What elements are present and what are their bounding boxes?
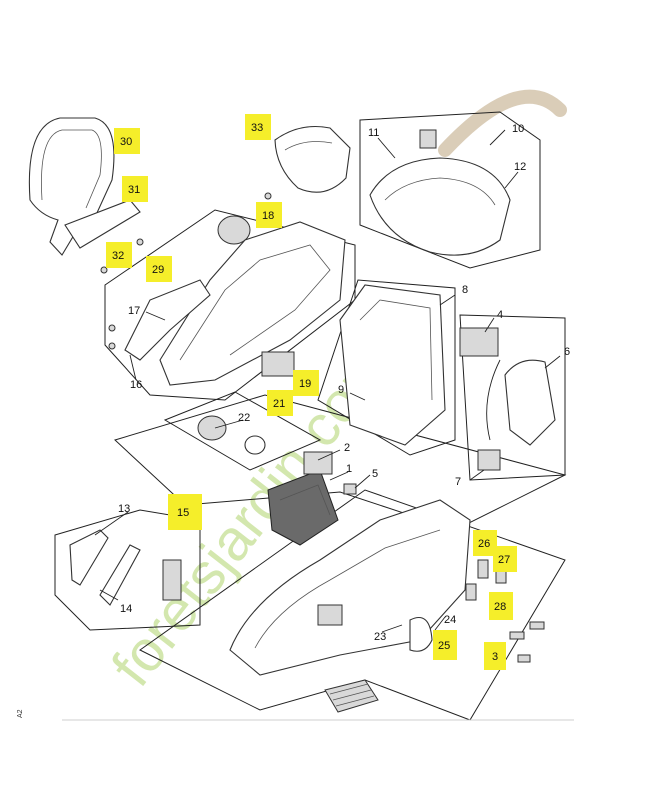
warning-label-part (261, 351, 295, 377)
tank-line (359, 299, 433, 401)
hl-label-3: 3 (492, 651, 498, 663)
lever-part (99, 544, 141, 606)
label-2: 2 (344, 442, 350, 454)
fan-shroud-part (504, 359, 556, 446)
label-5: 5 (372, 468, 378, 480)
hl-label-32: 32 (112, 250, 124, 262)
highlight-box-32 (106, 242, 132, 268)
shroud-cover-part (274, 125, 351, 193)
screw-3a-part (509, 631, 525, 640)
highlight-box-28 (489, 592, 513, 620)
hl-label-33: 33 (251, 122, 263, 134)
main-housing-part (159, 221, 346, 386)
cylinder-cover-line (384, 177, 496, 206)
screw-e (100, 266, 108, 274)
frame-cover-group (359, 111, 541, 269)
hl-label-27: 27 (498, 554, 510, 566)
hl-label-31: 31 (128, 184, 140, 196)
highlight-box-33 (245, 114, 271, 140)
hl-label-26: 26 (478, 538, 490, 550)
label-14: 14 (120, 603, 132, 615)
hl-label-18: 18 (262, 210, 274, 222)
label-24: 24 (444, 614, 456, 626)
highlight-box-27 (493, 546, 517, 572)
label-17: 17 (128, 305, 140, 317)
hl-label-25: 25 (438, 640, 450, 652)
ignition-module-part (459, 327, 499, 357)
highlight-box-21 (267, 390, 293, 416)
hl-label-15: 15 (177, 507, 189, 519)
screw-c (264, 192, 272, 200)
hl-label-21: 21 (273, 398, 285, 410)
screw-3b-part (529, 621, 545, 630)
highlight-box-18 (256, 202, 282, 228)
frame-handle-group (54, 509, 201, 631)
highlighted-labels: 33 30 31 32 29 18 19 21 15 26 27 28 25 3 (106, 114, 517, 670)
label-6: 6 (564, 346, 570, 358)
label-13: 13 (118, 503, 130, 515)
highlight-box-19 (293, 370, 319, 396)
watermark-swoosh (438, 89, 567, 157)
shroud-cover-line (284, 141, 333, 151)
bolt-26-part (477, 559, 489, 579)
label-10: 10 (512, 123, 524, 135)
stator-part (303, 451, 333, 475)
frame-tank-group (317, 279, 456, 456)
gasket-part (217, 215, 251, 245)
hl-label-19: 19 (299, 378, 311, 390)
trigger-part (69, 529, 109, 586)
leader-lines (94, 129, 561, 633)
label-8: 8 (462, 284, 468, 296)
handle-bracket-part (64, 199, 141, 249)
front-handle-inner (41, 129, 102, 209)
highlight-box-30 (114, 128, 140, 154)
highlight-box-3 (484, 642, 506, 670)
bolt-28-part (465, 583, 477, 601)
frame-housing-group (104, 209, 356, 401)
latch-part (419, 129, 437, 149)
label-16: 16 (130, 379, 142, 391)
label-11: 11 (368, 127, 379, 139)
bottom-plate-ribs (329, 683, 375, 707)
label-4: 4 (497, 309, 503, 321)
crankcase-label-part (317, 604, 343, 626)
label-23: 23 (374, 631, 386, 643)
screw-a (108, 324, 116, 332)
o-ring-part (244, 435, 266, 455)
tank-part (339, 284, 446, 446)
label-12: 12 (514, 161, 526, 173)
label-22: 22 (238, 412, 250, 424)
screw-b (108, 342, 116, 350)
parts (28, 117, 556, 713)
frame-labels: 10 11 12 8 9 4 6 7 13 14 16 17 22 2 1 5 … (118, 123, 570, 643)
highlight-box-29 (146, 256, 172, 282)
throttle-part (162, 559, 182, 601)
side-panel-part (124, 279, 211, 361)
front-handle-part (28, 117, 115, 256)
highlight-box-15 (168, 494, 202, 530)
switch-part (477, 449, 501, 471)
main-housing-rib (179, 244, 331, 361)
label-9: 9 (338, 384, 344, 396)
corner-mark: A2 (17, 709, 24, 718)
screw-d (136, 238, 144, 246)
flywheel-fins (279, 484, 331, 516)
wire-lead (486, 359, 501, 441)
highlight-box-31 (122, 176, 148, 202)
hl-label-30: 30 (120, 136, 132, 148)
filter-part (197, 415, 227, 441)
frame-filter-group (163, 391, 322, 471)
label-7: 7 (455, 476, 461, 488)
cylinder-cover-part (369, 157, 511, 256)
bottom-plate-part (324, 679, 379, 713)
crankcase-rib (254, 529, 441, 649)
screw-3c-part (517, 654, 531, 663)
hl-label-28: 28 (494, 601, 506, 613)
hose-part (409, 616, 433, 652)
highlight-box-25 (433, 630, 457, 660)
label-1: 1 (346, 463, 352, 475)
hl-label-29: 29 (152, 264, 164, 276)
clip-part (343, 483, 357, 495)
